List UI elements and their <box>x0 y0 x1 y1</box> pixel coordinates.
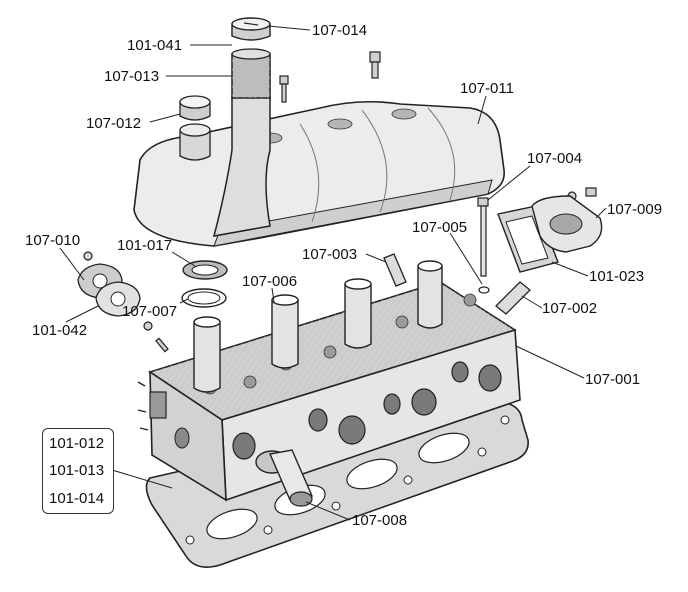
side-cover-drawing <box>497 195 603 273</box>
gasket-part-group-box: 101-012 101-013 101-014 <box>42 428 114 514</box>
callout-101-041: 101-041 <box>127 37 183 54</box>
callout-107-012: 107-012 <box>86 115 142 132</box>
callout-107-008: 107-008 <box>352 512 408 529</box>
callout-107-006: 107-006 <box>242 273 298 290</box>
callout-101-012: 101-012 <box>49 435 105 452</box>
callout-101-023: 101-023 <box>589 268 645 285</box>
rod-drawing <box>477 197 490 294</box>
callout-107-001: 107-001 <box>585 371 641 388</box>
outlet-pipe-drawing <box>255 449 313 507</box>
callout-101-014: 101-014 <box>49 490 105 507</box>
callout-107-009: 107-009 <box>607 201 663 218</box>
callout-107-010: 107-010 <box>25 232 81 249</box>
filler-neck-drawing <box>212 17 271 237</box>
callout-107-013: 107-013 <box>104 68 160 85</box>
pins-drawing <box>383 253 531 315</box>
callout-107-005: 107-005 <box>412 219 468 236</box>
small-bolts-drawing <box>83 51 597 353</box>
callout-107-002: 107-002 <box>542 300 598 317</box>
callout-107-014: 107-014 <box>312 22 368 39</box>
flange-gaskets-drawing <box>77 263 141 317</box>
valve-guides-drawing <box>193 260 443 393</box>
callout-101-017: 101-017 <box>117 237 173 254</box>
callout-101-013: 101-013 <box>49 462 105 479</box>
callout-107-003: 107-003 <box>302 246 358 263</box>
callout-101-042: 101-042 <box>32 322 88 339</box>
callout-107-007: 107-007 <box>122 303 178 320</box>
sealing-rings-drawing <box>181 260 228 308</box>
leader-lines <box>59 25 607 521</box>
callout-107-004: 107-004 <box>527 150 583 167</box>
callout-107-011: 107-011 <box>460 80 514 97</box>
breather-tube-drawing <box>179 95 211 161</box>
